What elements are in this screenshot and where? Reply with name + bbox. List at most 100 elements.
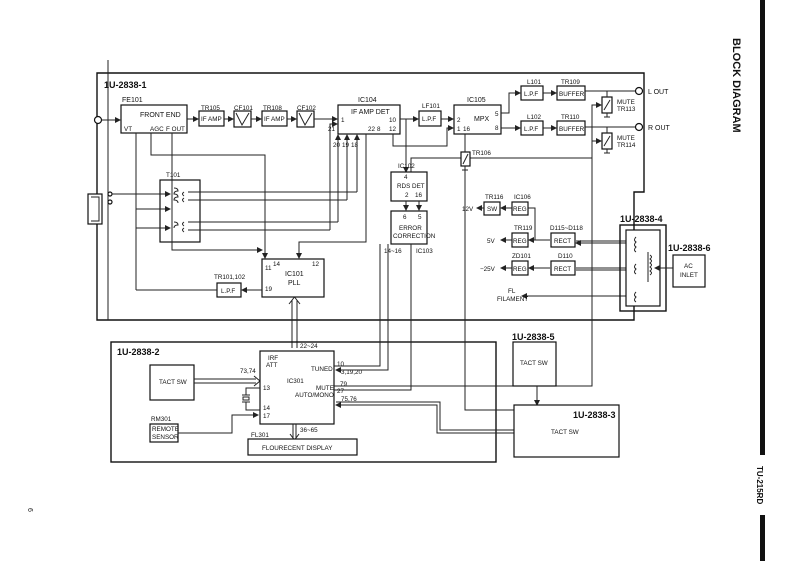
reg-label: REG [513, 238, 527, 245]
pin-label: 14 [273, 261, 281, 268]
tr106-ref: TR106 [472, 150, 491, 157]
pin-label: VT [124, 126, 132, 133]
antenna-input-jack [93, 115, 103, 125]
pll-block [261, 258, 325, 298]
buffer-l-label: BUFFER [559, 91, 585, 98]
side-bar-bottom [760, 515, 765, 561]
error-correction-block [390, 210, 428, 245]
tr101-ref: TR101,102 [214, 274, 246, 281]
pin-label: 36~65 [300, 427, 318, 434]
pin-label: 16 [463, 126, 471, 133]
pin-label: 27 [337, 388, 345, 395]
l-out-label: L OUT [648, 89, 669, 96]
board-4-label: 1U-2838-4 [620, 214, 663, 224]
board-3-label: 1U-2838-3 [573, 410, 616, 420]
sw-label: SW [487, 206, 497, 213]
zd101-ref: ZD101 [512, 253, 531, 260]
rect-d110-block [550, 260, 576, 276]
pin-label: 73,74 [240, 368, 256, 375]
pin-label: AGC [150, 126, 164, 133]
pin-label: 21 [328, 126, 336, 133]
pin-label: 19 [342, 142, 350, 149]
ic104-ref: IC104 [358, 97, 377, 104]
mpx-label: MPX [474, 116, 490, 123]
fl301-ref: FL301 [251, 432, 269, 439]
r-out-label: R OUT [648, 125, 671, 132]
rm301-ref: RM301 [151, 416, 172, 423]
ic101-ref: IC101 [285, 271, 304, 278]
mpx-block [453, 104, 502, 135]
tr110-ref: TR110 [561, 114, 580, 121]
pin-label: 10 [337, 361, 345, 368]
cf102-ref: CF102 [297, 105, 316, 112]
pin-label: 14 [263, 405, 271, 412]
ic103-bus-label: 14~16 [384, 248, 402, 255]
l102-ref: L102 [527, 114, 542, 121]
fluorescent-display-label: FLOURECENT DISPLAY [262, 445, 333, 452]
pll-label: PLL [288, 280, 301, 287]
5v-label: 5V [487, 238, 496, 245]
tuned-label: TUNED [311, 366, 333, 373]
tact-sw-label: TACT SW [520, 360, 548, 367]
fl-label: FL [508, 288, 516, 295]
pin-label: 6 [403, 214, 407, 221]
tr109-ref: TR109 [561, 79, 580, 86]
pin-label: 1 [457, 126, 461, 133]
pin-label: 18 [351, 142, 359, 149]
tr108-ref: TR108 [263, 105, 282, 112]
r-out-jack [634, 122, 644, 132]
att-label: ATT [266, 362, 278, 369]
mute-label: MUTE [316, 385, 334, 392]
reg-label: REG [513, 266, 527, 273]
side-bar-top [760, 0, 765, 455]
pin-label: 13 [263, 385, 271, 392]
rds-det-block [390, 171, 428, 202]
if-amp-1-label: IF AMP [201, 116, 222, 123]
tact-sw-label: TACT SW [159, 379, 187, 386]
pin-label: 22 [368, 126, 376, 133]
ic301-block [259, 350, 335, 425]
rect-label: RECT [554, 266, 571, 273]
pin-label: 8 [495, 125, 499, 132]
l101-ref: L101 [527, 79, 542, 86]
pin-label: 19 [265, 286, 273, 293]
cf101-ref: CF101 [234, 105, 253, 112]
pin-label: 4 [404, 174, 408, 181]
fe101-ref: FE101 [122, 97, 143, 104]
irf-label: IRF [268, 355, 278, 362]
12v-label: 12V [462, 206, 474, 213]
model-number: TU-215RD [755, 466, 764, 504]
tact-sw-label: TACT SW [551, 429, 579, 436]
lpf-l102-label: L.P.F [524, 126, 538, 133]
lf101-ref: LF101 [422, 103, 440, 110]
pin-label: 75,76 [341, 396, 357, 403]
pin-label: 1 [341, 117, 345, 124]
page-title: BLOCK DIAGRAM [730, 38, 742, 133]
pin-label: 20 [333, 142, 341, 149]
pin-label: 2 [457, 117, 461, 124]
lpf-l101-label: L.P.F [524, 91, 538, 98]
pin-label: 11 [265, 265, 272, 272]
board-2-label: 1U-2838-2 [117, 347, 160, 357]
pin-label: 22~24 [300, 343, 318, 350]
d115-ref: D115~D118 [550, 225, 583, 232]
l-out-jack [634, 86, 644, 96]
rect-label: RECT [554, 238, 571, 245]
error-label: ERROR [399, 225, 422, 232]
ac-label: AC [684, 263, 693, 270]
tact-sw-board5-block [512, 341, 557, 387]
t101-coil-block [159, 179, 201, 243]
if-amp-det-block [337, 104, 401, 135]
page-number: 6 [26, 508, 33, 512]
buffer-r-label: BUFFER [559, 126, 585, 133]
board-2-frame [110, 341, 497, 463]
pin-label: 10 [389, 117, 397, 124]
pin-label: 16 [415, 192, 423, 199]
mute-l-label: MUTE [617, 99, 635, 106]
ic301-ref: IC301 [287, 378, 304, 385]
if-amp-2-label: IF AMP [264, 116, 285, 123]
buffer-l-block [556, 85, 586, 101]
pin-label: F OUT [166, 126, 185, 133]
t101-ref: T101 [166, 172, 181, 179]
